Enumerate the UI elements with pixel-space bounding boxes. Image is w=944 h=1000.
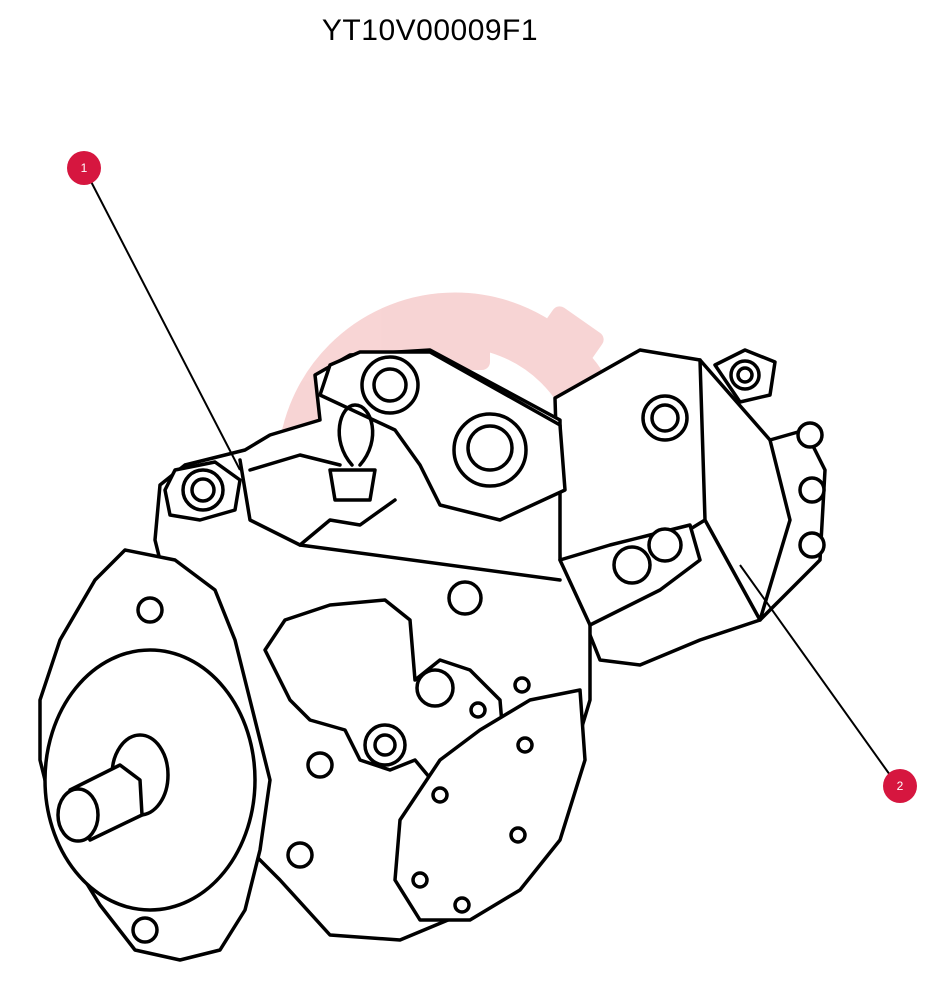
part-number-title: YT10V00009F1 <box>321 14 539 47</box>
callout-label-1: 1 <box>80 161 88 175</box>
callout-label-2: 2 <box>896 779 904 793</box>
end-cover <box>393 688 587 922</box>
leader-lines <box>83 167 896 783</box>
lifting-eye <box>337 403 375 467</box>
callout-marker-1[interactable]: 1 <box>67 151 101 185</box>
callout-marker-2[interactable]: 2 <box>883 769 917 803</box>
